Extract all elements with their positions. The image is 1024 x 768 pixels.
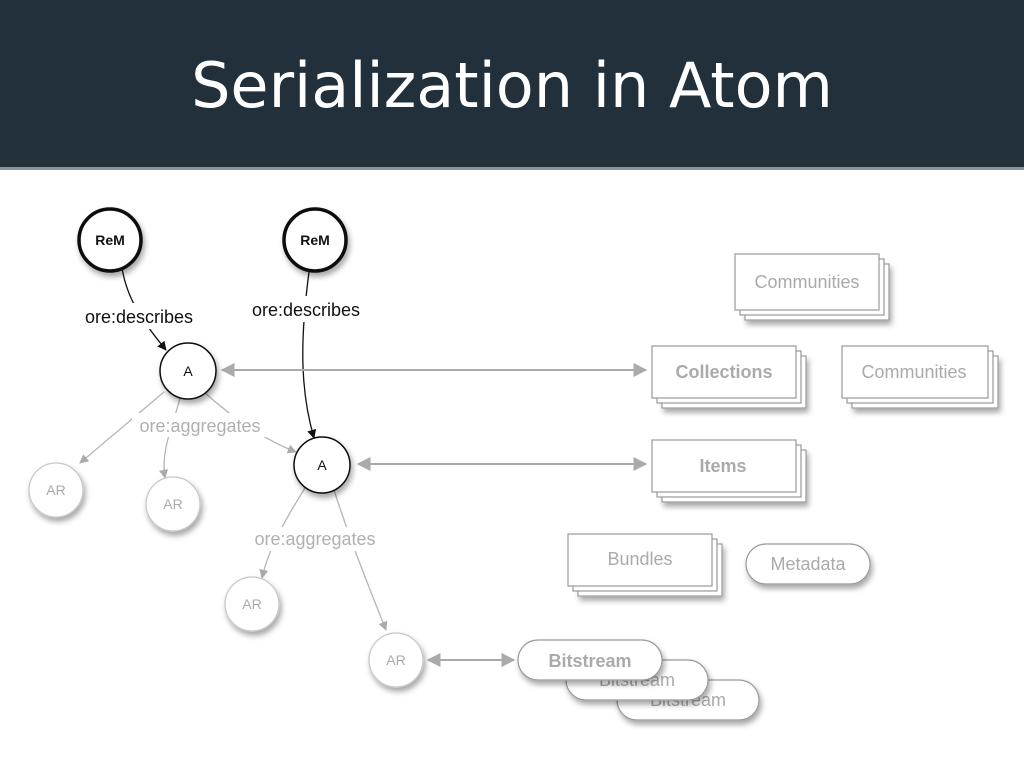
svg-text:Metadata: Metadata: [770, 554, 846, 574]
aggregates-label-2: ore:aggregates: [254, 529, 375, 549]
svg-text:A: A: [183, 363, 193, 379]
describes-label-1: ore:describes: [85, 307, 193, 327]
svg-text:AR: AR: [386, 652, 405, 668]
rem-node-1: ReM: [77, 207, 143, 273]
svg-text:Collections: Collections: [675, 362, 772, 382]
svg-text:Communities: Communities: [754, 272, 859, 292]
svg-text:AR: AR: [46, 482, 65, 498]
svg-text:AR: AR: [242, 596, 261, 612]
svg-text:ReM: ReM: [95, 232, 125, 248]
bitstream-front: Bitstream: [517, 639, 663, 681]
slide-title: Serialization in Atom: [191, 49, 833, 122]
collections-box: Collections: [651, 345, 807, 409]
svg-text:Bitstream: Bitstream: [548, 651, 631, 671]
aggregation-node-2: A: [293, 436, 351, 494]
bundles-box: Bundles: [567, 533, 723, 597]
ar-node-2: AR: [145, 476, 201, 532]
aggregates-edge-a2-ar4: [333, 489, 388, 631]
ar-node-4: AR: [368, 632, 424, 688]
items-box: Items: [651, 439, 807, 503]
aggregation-node-1: A: [159, 342, 217, 400]
communities-box-top: Communities: [734, 253, 890, 321]
svg-text:ReM: ReM: [300, 232, 330, 248]
svg-text:A: A: [317, 457, 327, 473]
aggregates-label-1: ore:aggregates: [139, 416, 260, 436]
ar-node-1: AR: [28, 462, 84, 518]
rem-node-2: ReM: [282, 207, 348, 273]
svg-text:AR: AR: [163, 496, 182, 512]
slide-header: Serialization in Atom: [0, 0, 1024, 170]
aggregates-edge-a1-ar1: [79, 391, 165, 464]
svg-text:Bundles: Bundles: [607, 549, 672, 569]
svg-text:Items: Items: [699, 456, 746, 476]
aggregates-edge-a1-ar2: [159, 397, 181, 479]
describes-label-2: ore:describes: [252, 300, 360, 320]
describes-edge-2: [302, 271, 317, 439]
communities-box-right: Communities: [841, 345, 999, 409]
svg-text:Communities: Communities: [861, 362, 966, 382]
ar-node-3: AR: [224, 576, 280, 632]
metadata-box: Metadata: [745, 543, 871, 585]
